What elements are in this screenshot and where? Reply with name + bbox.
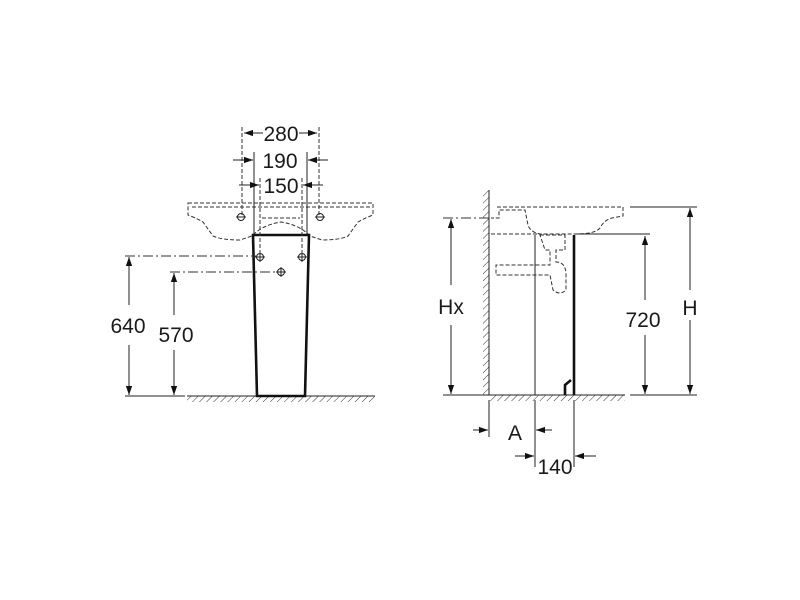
dim-720-label: 720	[625, 309, 660, 332]
dim-140-label: 140	[537, 456, 572, 479]
dim-570-label: 570	[158, 324, 193, 347]
dim-a-label: A	[508, 422, 522, 445]
pedestal	[251, 233, 311, 398]
tap-hole-right-icon	[315, 213, 325, 221]
dim-640-label: 640	[110, 315, 145, 338]
siphon	[495, 234, 567, 294]
dim-hx-label: Hx	[438, 296, 464, 319]
wall-hatch	[483, 190, 489, 395]
dim-190-label: 190	[262, 150, 297, 173]
dim-h-label: H	[682, 297, 697, 320]
basin-profile	[491, 206, 624, 235]
floor-hatch	[187, 396, 375, 402]
basin-outline	[187, 202, 374, 241]
dim-280-label: 280	[263, 123, 298, 146]
dim-150-label: 150	[263, 175, 298, 198]
front-view: 280 190 150 640 570	[110, 123, 375, 402]
floor-hatch-side	[489, 395, 625, 401]
outlet-waste-icon	[276, 267, 286, 277]
tap-hole-left-icon	[236, 213, 246, 221]
side-view: Hx 720 H A 140	[438, 190, 698, 479]
